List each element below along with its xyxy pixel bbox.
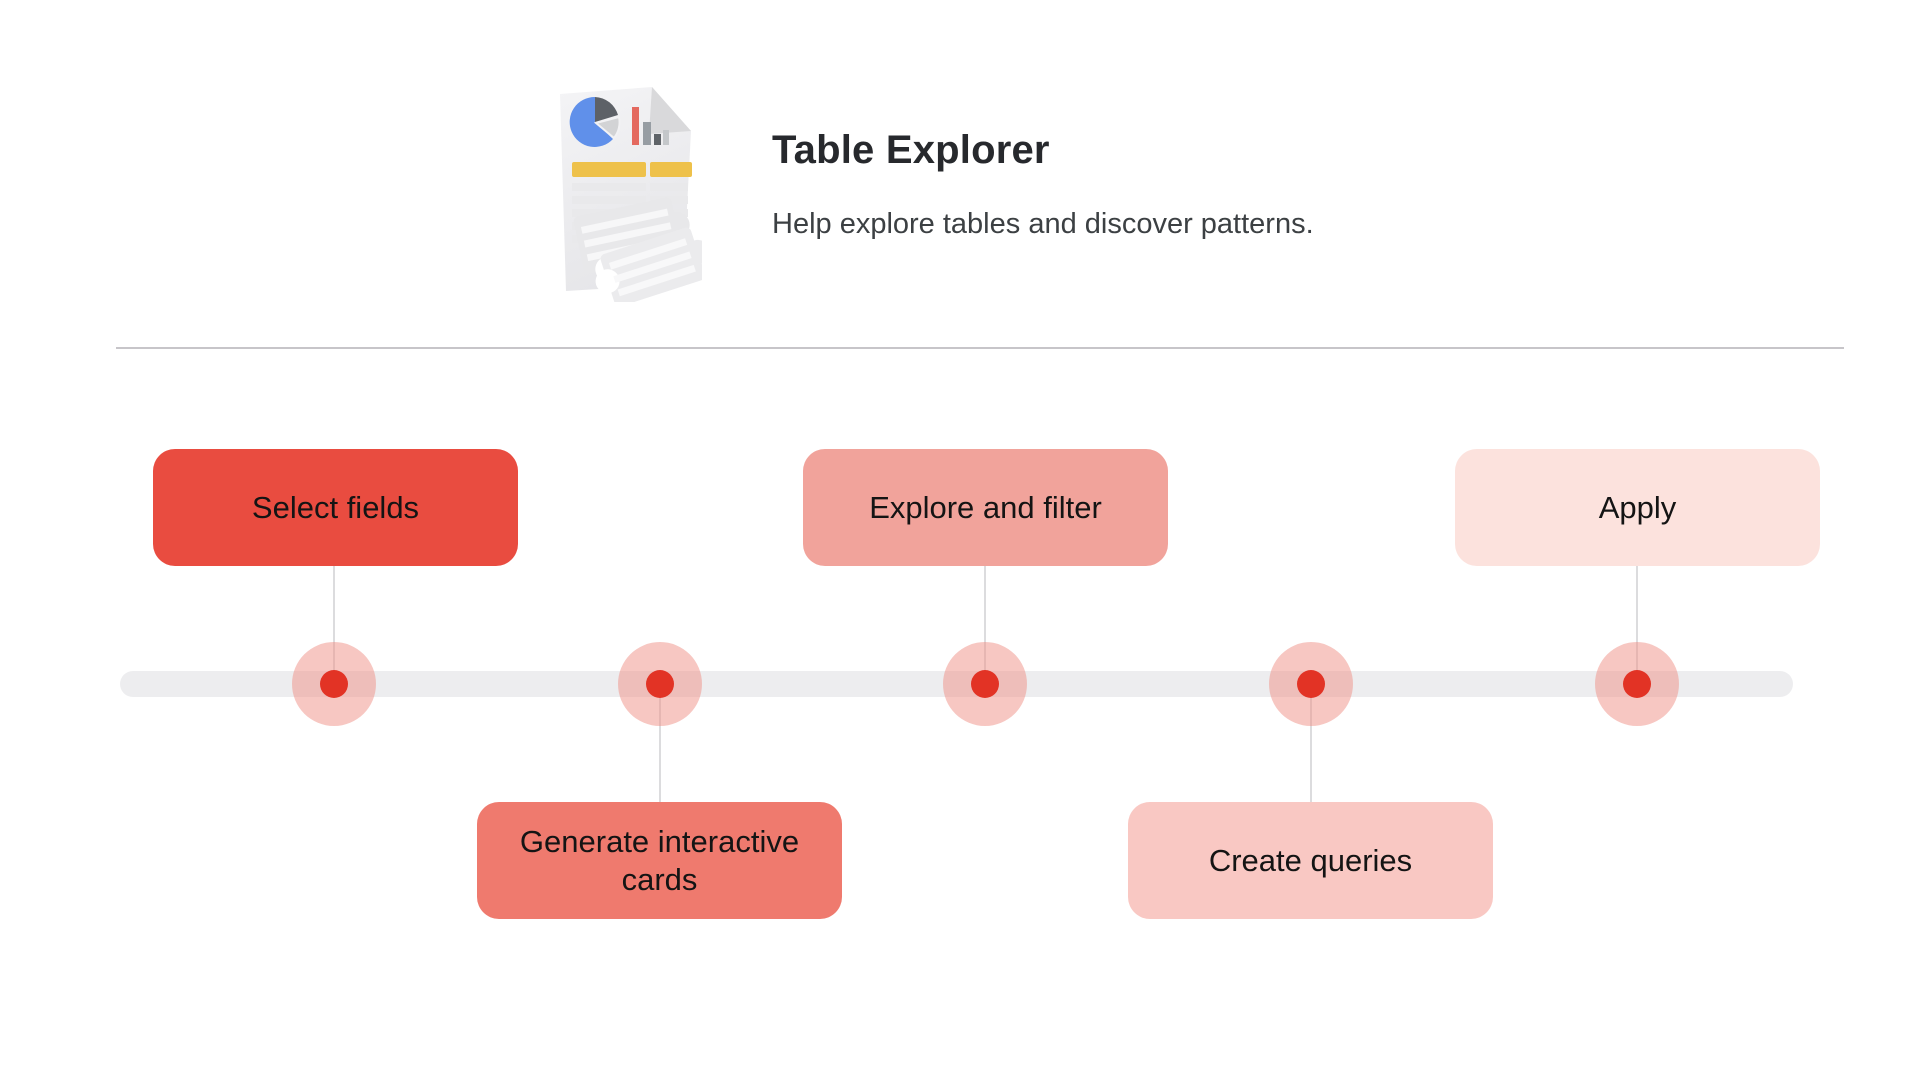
step-label: Create queries — [1208, 842, 1413, 878]
step-create-queries: Create queries — [1128, 802, 1493, 919]
connector-select-fields — [333, 566, 335, 684]
step-label: Apply — [1598, 489, 1677, 525]
timeline-node-dot — [320, 670, 348, 698]
step-generate-interactive-cards: Generate interactive cards — [477, 802, 842, 919]
page-subtitle: Help explore tables and discover pattern… — [772, 208, 1314, 240]
connector-generate-interactive-cards — [659, 684, 661, 803]
step-apply: Apply — [1455, 449, 1820, 566]
step-label: Select fields — [251, 489, 420, 525]
table-explorer-document-icon — [550, 82, 710, 307]
timeline-node-dot — [1623, 670, 1651, 698]
connector-apply — [1636, 566, 1638, 684]
connector-create-queries — [1310, 684, 1312, 803]
header-divider — [116, 347, 1844, 349]
timeline-node-dot — [646, 670, 674, 698]
step-label: Generate interactive cards — [519, 823, 800, 897]
timeline-node-dot — [971, 670, 999, 698]
timeline-node-dot — [1297, 670, 1325, 698]
step-select-fields: Select fields — [153, 449, 518, 566]
step-explore-and-filter: Explore and filter — [803, 449, 1168, 566]
page-title: Table Explorer — [772, 128, 1050, 172]
connector-explore-and-filter — [984, 566, 986, 684]
step-label: Explore and filter — [869, 489, 1102, 525]
